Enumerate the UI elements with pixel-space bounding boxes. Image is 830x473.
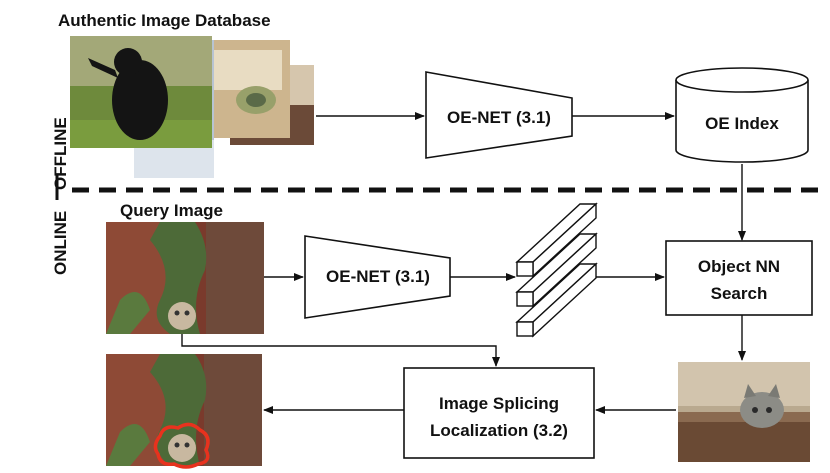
oe-net-offline: OE-NET (3.1): [425, 71, 573, 159]
retrieved-image: [678, 362, 810, 462]
localized-output-image: [106, 354, 262, 469]
oe-net-offline-label: OE-NET (3.1): [447, 108, 551, 127]
query-image-title: Query Image: [120, 201, 223, 220]
nn-search-line2: Search: [711, 284, 768, 303]
query-image: [106, 222, 264, 334]
database-image-collage: [70, 36, 314, 178]
splicing-line1: Image Splicing: [439, 394, 559, 413]
oe-index-database: OE Index: [675, 67, 809, 163]
splicing-line2: Localization (3.2): [430, 421, 568, 440]
object-embedding-features: [515, 202, 598, 338]
splicing-region-outline: [153, 422, 210, 469]
image-splicing-localization: Image Splicing Localization (3.2): [403, 367, 595, 459]
oe-net-online: OE-NET (3.1): [304, 235, 451, 319]
database-title: Authentic Image Database: [58, 11, 271, 30]
arrow-query-to-localization: [181, 334, 500, 367]
nn-search-line1: Object NN: [698, 257, 780, 276]
oe-index-label: OE Index: [705, 114, 779, 133]
oe-net-online-label: OE-NET (3.1): [326, 267, 430, 286]
object-nn-search: Object NN Search: [665, 240, 813, 316]
online-label: ONLINE: [51, 211, 70, 275]
offline-label: OFFLINE: [51, 117, 70, 190]
